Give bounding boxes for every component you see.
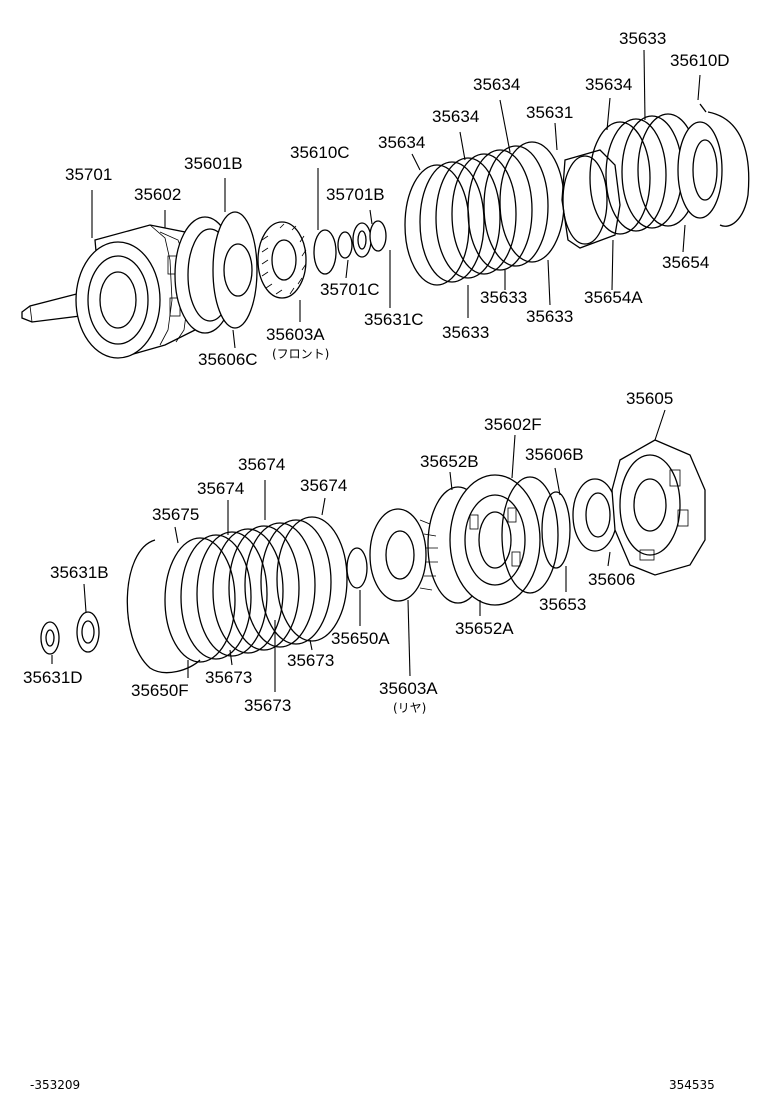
bearing-35631B xyxy=(76,611,100,653)
label-35634-c: 35634 xyxy=(432,107,479,126)
washer-35631D xyxy=(40,621,60,655)
label-35701: 35701 xyxy=(65,165,112,184)
upper-labels: 35633 35610D 35634 35634 35631 35634 356… xyxy=(65,29,730,369)
label-35610C: 35610C xyxy=(290,143,350,162)
lower-assembly xyxy=(40,439,706,674)
clutch-pack-upper xyxy=(404,141,565,286)
footer-right-ref: 354535 xyxy=(669,1078,715,1092)
disc-35602F xyxy=(501,476,559,594)
label-35606: 35606 xyxy=(588,570,635,589)
label-35602: 35602 xyxy=(134,185,181,204)
label-35633-a: 35633 xyxy=(480,288,527,307)
drum-35605 xyxy=(611,439,706,576)
label-35606B: 35606B xyxy=(525,445,584,464)
label-35634-b: 35634 xyxy=(585,75,632,94)
label-35633-top: 35633 xyxy=(619,29,666,48)
label-35652A: 35652A xyxy=(455,619,514,638)
label-35673-c: 35673 xyxy=(244,696,291,715)
label-35650A: 35650A xyxy=(331,629,390,648)
label-35633-c: 35633 xyxy=(442,323,489,342)
upper-assembly xyxy=(21,103,750,359)
label-rear-note: (リヤ) xyxy=(393,701,426,715)
label-35673-a: 35673 xyxy=(287,651,334,670)
label-35631: 35631 xyxy=(526,103,573,122)
label-35634-a: 35634 xyxy=(473,75,520,94)
footer-refs: -353209 354535 xyxy=(30,1078,715,1092)
label-front-note: (フロント) xyxy=(272,347,329,361)
return-spring-35603A-rear xyxy=(369,508,438,602)
label-35674-c: 35674 xyxy=(300,476,347,495)
label-35605: 35605 xyxy=(626,389,673,408)
label-35654: 35654 xyxy=(662,253,709,272)
lower-labels: 35605 35602F 35652B 35606B 35674 35674 3… xyxy=(23,389,673,715)
label-35652B: 35652B xyxy=(420,452,479,471)
label-35701B: 35701B xyxy=(326,185,385,204)
seal-disc-35601B xyxy=(212,211,258,329)
label-35631C: 35631C xyxy=(364,310,424,329)
label-35631D: 35631D xyxy=(23,668,83,687)
label-35603A-rear: 35603A xyxy=(379,679,438,698)
lower-leader-lines xyxy=(51,409,666,692)
drum-35654 xyxy=(677,121,723,219)
snap-ring-35650A xyxy=(346,547,368,589)
label-35674-b: 35674 xyxy=(197,479,244,498)
label-35606C: 35606C xyxy=(198,350,258,369)
label-35634-d: 35634 xyxy=(378,133,425,152)
clutch-pack-lower xyxy=(164,516,348,663)
label-35633-b: 35633 xyxy=(526,307,573,326)
label-35653: 35653 xyxy=(539,595,586,614)
snap-ring-35650F xyxy=(126,539,201,674)
label-35601B: 35601B xyxy=(184,154,243,173)
label-35602F: 35602F xyxy=(484,415,542,434)
return-spring-35603A-front xyxy=(257,221,307,299)
footer-left-ref: -353209 xyxy=(30,1078,80,1092)
seal-35653 xyxy=(541,491,571,569)
piston-35652 xyxy=(427,474,541,606)
clutch-drum-35701 xyxy=(75,224,206,359)
label-35673-b: 35673 xyxy=(205,668,252,687)
thrust-bearings-35701B xyxy=(337,220,387,259)
snap-ring-35610C xyxy=(313,229,337,275)
seals-35606 xyxy=(572,478,618,552)
label-35674-a: 35674 xyxy=(238,455,285,474)
snap-ring-35610D xyxy=(707,111,750,227)
label-35610D: 35610D xyxy=(670,51,730,70)
label-35701C: 35701C xyxy=(320,280,380,299)
label-35650F: 35650F xyxy=(131,681,189,700)
label-35631B: 35631B xyxy=(50,563,109,582)
label-35675: 35675 xyxy=(152,505,199,524)
label-35603A-front: 35603A xyxy=(266,325,325,344)
label-35654A: 35654A xyxy=(584,288,643,307)
upper-leader-lines xyxy=(91,49,701,349)
